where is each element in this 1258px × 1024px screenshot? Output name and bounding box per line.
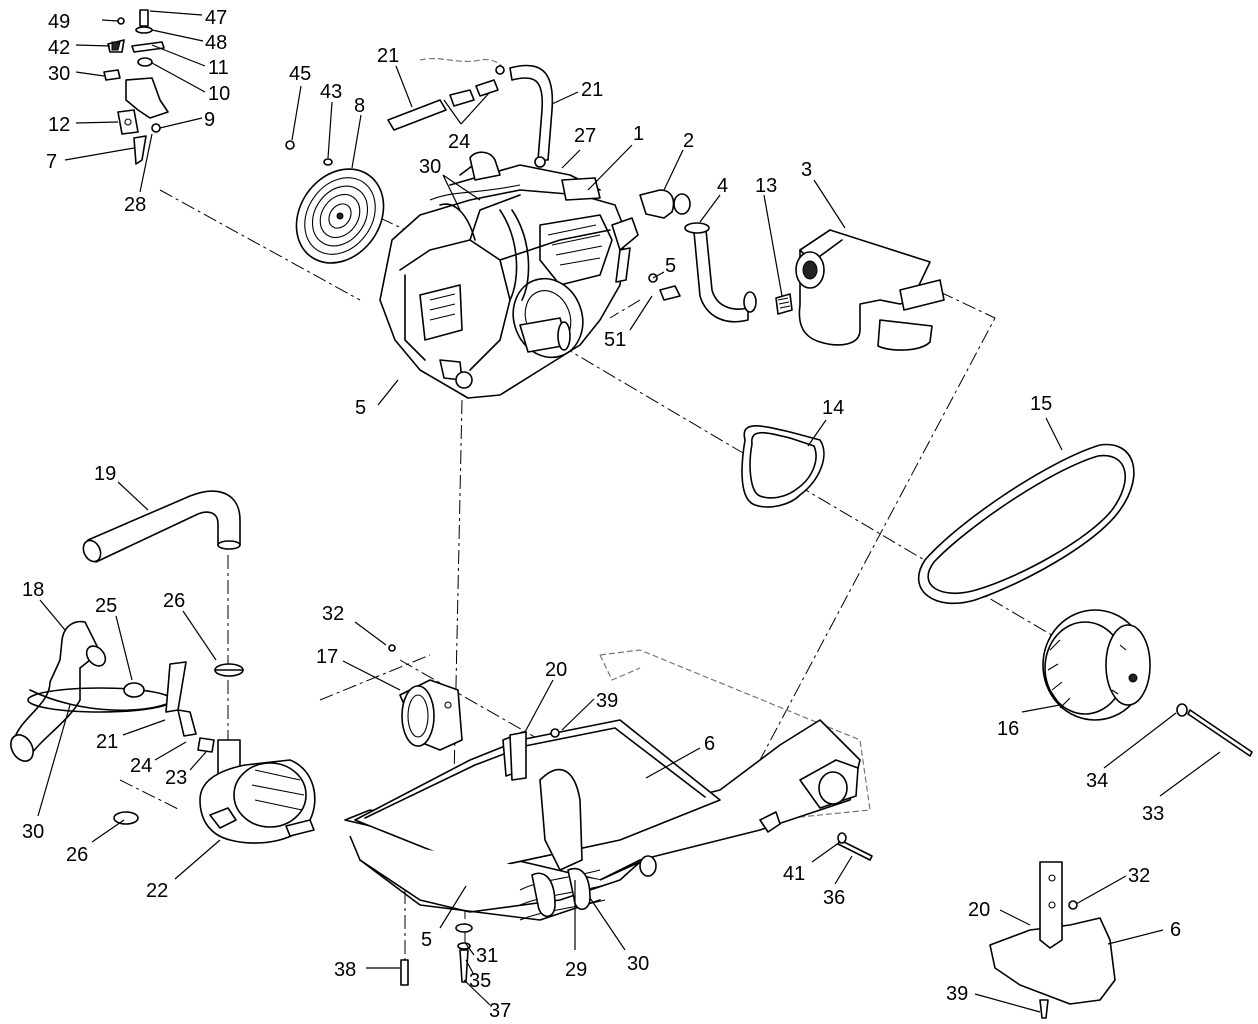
callout-18: 18 bbox=[22, 579, 44, 601]
callouts: 49 47 42 48 30 11 10 12 9 7 28 45 43 8 2… bbox=[22, 7, 1181, 1022]
callout-5-c: 5 bbox=[421, 929, 432, 951]
callout-3: 3 bbox=[801, 159, 812, 181]
callout-5: 5 bbox=[665, 255, 676, 277]
callout-13: 13 bbox=[755, 175, 777, 197]
callout-42: 42 bbox=[48, 37, 70, 59]
callout-35: 35 bbox=[469, 970, 491, 992]
callout-20: 20 bbox=[545, 659, 567, 681]
engine bbox=[379, 151, 639, 399]
callout-22: 22 bbox=[146, 880, 168, 902]
callout-28: 28 bbox=[124, 194, 146, 216]
belts bbox=[741, 425, 1135, 605]
callout-29: 29 bbox=[565, 959, 587, 981]
air-cleaner bbox=[388, 644, 463, 751]
air-intake-tubes bbox=[10, 490, 316, 844]
callout-47: 47 bbox=[205, 7, 227, 29]
callout-10: 10 bbox=[208, 83, 230, 105]
callout-43: 43 bbox=[320, 81, 342, 103]
callout-21-c: 21 bbox=[96, 731, 118, 753]
muffler bbox=[648, 229, 945, 351]
callout-31: 31 bbox=[476, 945, 498, 967]
callout-14: 14 bbox=[822, 397, 844, 419]
callout-25: 25 bbox=[95, 595, 117, 617]
callout-30-c: 30 bbox=[22, 821, 44, 843]
exhaust-pipe bbox=[639, 189, 793, 323]
callout-34: 34 bbox=[1086, 770, 1108, 792]
callout-5-b: 5 bbox=[355, 397, 366, 419]
callout-36: 36 bbox=[823, 887, 845, 909]
callout-6-b: 6 bbox=[1170, 919, 1181, 941]
callout-12: 12 bbox=[48, 114, 70, 136]
callout-30-d: 30 bbox=[627, 953, 649, 975]
callout-30-b: 30 bbox=[419, 156, 441, 178]
callout-6: 6 bbox=[704, 733, 715, 755]
fan-guard bbox=[285, 140, 385, 264]
callout-24: 24 bbox=[448, 131, 470, 153]
callout-11: 11 bbox=[208, 57, 229, 79]
mounting-bolts bbox=[400, 923, 473, 986]
inset-detail bbox=[989, 861, 1116, 1019]
callout-8: 8 bbox=[354, 95, 365, 117]
callout-20-b: 20 bbox=[968, 899, 990, 921]
callout-32-b: 32 bbox=[1128, 865, 1150, 887]
callout-9: 9 bbox=[204, 109, 215, 131]
callout-26-b: 26 bbox=[66, 844, 88, 866]
callout-2: 2 bbox=[683, 130, 694, 152]
callout-51: 51 bbox=[604, 329, 626, 351]
callout-26: 26 bbox=[163, 590, 185, 612]
fuel-lines bbox=[387, 57, 554, 168]
callout-16: 16 bbox=[997, 718, 1019, 740]
callout-27: 27 bbox=[574, 125, 596, 147]
callout-45: 45 bbox=[289, 63, 311, 85]
callout-1: 1 bbox=[633, 123, 644, 145]
callout-39: 39 bbox=[596, 690, 618, 712]
callout-39-b: 39 bbox=[946, 983, 968, 1005]
callout-32: 32 bbox=[322, 603, 344, 625]
clutch bbox=[1042, 609, 1253, 757]
leader-lines bbox=[37, 10, 1221, 1013]
callout-48: 48 bbox=[205, 32, 227, 54]
callout-17: 17 bbox=[316, 646, 338, 668]
callout-21: 21 bbox=[377, 45, 399, 67]
callout-4: 4 bbox=[717, 175, 728, 197]
callout-38: 38 bbox=[334, 959, 356, 981]
callout-15: 15 bbox=[1030, 393, 1052, 415]
callout-30: 30 bbox=[48, 63, 70, 85]
callout-21-b: 21 bbox=[581, 79, 603, 101]
callout-41: 41 bbox=[783, 863, 805, 885]
callout-23: 23 bbox=[165, 767, 187, 789]
callout-19: 19 bbox=[94, 463, 116, 485]
frame-and-plate bbox=[344, 649, 873, 921]
callout-49: 49 bbox=[48, 11, 70, 33]
callout-33: 33 bbox=[1142, 803, 1164, 825]
callout-24-b: 24 bbox=[130, 755, 152, 777]
callout-37: 37 bbox=[489, 1000, 511, 1022]
callout-7: 7 bbox=[46, 151, 57, 173]
throttle-bracket-assembly bbox=[103, 9, 169, 165]
